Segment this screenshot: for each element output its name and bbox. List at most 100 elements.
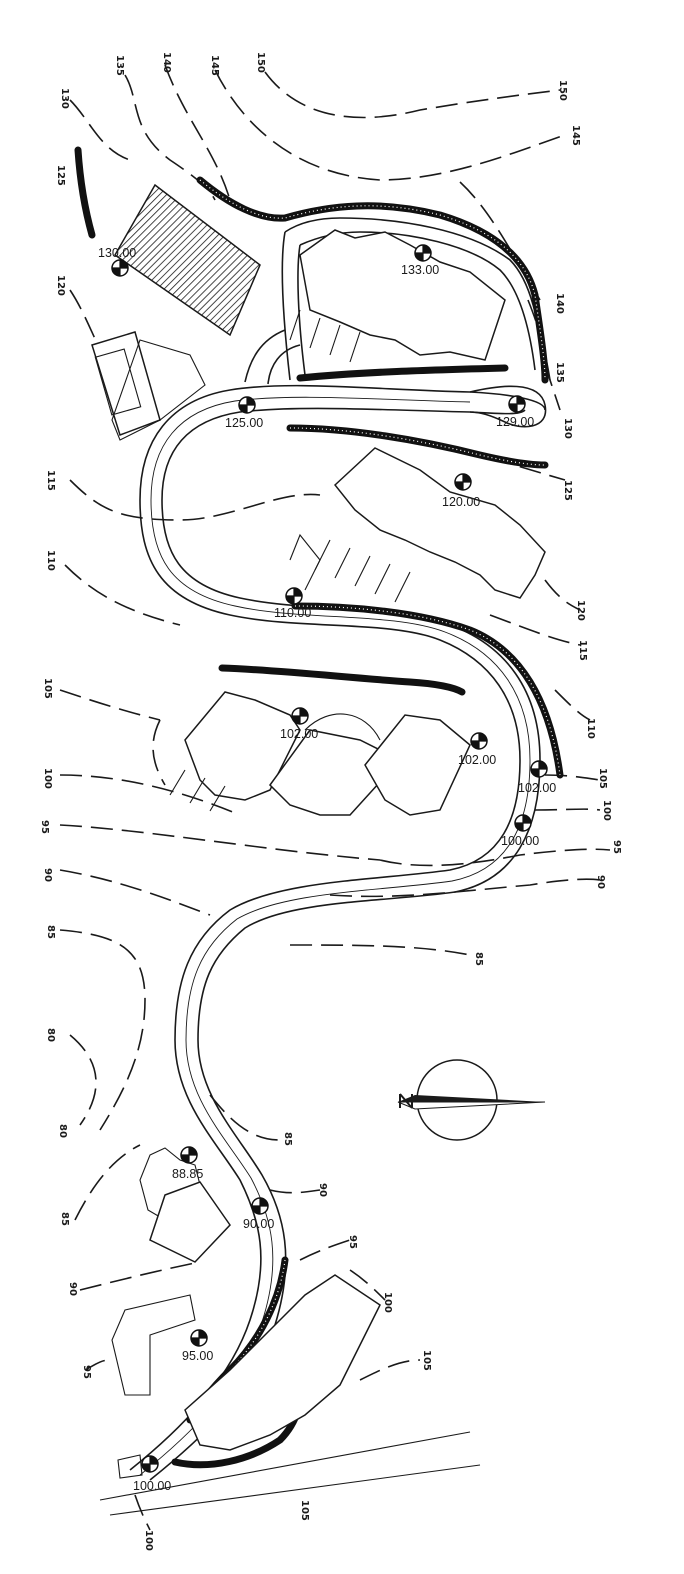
contour-label: 120 xyxy=(55,275,66,296)
contour-label: 90 xyxy=(67,1282,78,1296)
contour-labels: 130 135 140 145 150 150 145 125 120 140 … xyxy=(39,52,622,1551)
contour-label: 110 xyxy=(45,550,56,571)
spot-level-label: 90.00 xyxy=(243,1217,274,1231)
wall-northwest xyxy=(74,146,96,239)
contour-85-southwest xyxy=(74,1144,141,1221)
parking-stalls-south xyxy=(169,769,226,812)
contour-label: 85 xyxy=(473,952,484,966)
wall-mid-north xyxy=(286,424,549,469)
north-arrow xyxy=(397,1059,546,1141)
contour-label: 85 xyxy=(45,925,56,939)
contour-85-south xyxy=(209,1094,281,1141)
contour-90-south xyxy=(269,1189,321,1194)
contour-120-east xyxy=(544,579,581,611)
contour-140-top xyxy=(164,64,231,201)
west-drive xyxy=(281,231,306,381)
contour-110-east xyxy=(554,689,591,721)
spot-level-label: 100.00 xyxy=(133,1479,171,1493)
contour-label: 115 xyxy=(577,640,588,661)
spot-level-label: 125.00 xyxy=(225,416,263,430)
spot-marker xyxy=(530,760,548,778)
contour-label: 110 xyxy=(585,718,596,739)
spot-marker xyxy=(470,732,488,750)
wall-north-inner xyxy=(296,364,509,382)
villa-upper-middle xyxy=(333,447,546,599)
spot-marker xyxy=(180,1146,198,1164)
existing-hatched-building xyxy=(114,183,261,337)
villa-north xyxy=(299,229,506,361)
contour-90-east xyxy=(329,878,601,898)
villa-lower-center xyxy=(269,729,402,816)
contour-label: 105 xyxy=(421,1350,432,1371)
swimming-pool xyxy=(94,348,142,416)
spot-marker xyxy=(414,244,432,262)
contour-115-west xyxy=(69,479,321,521)
boundary-line-south xyxy=(99,1431,471,1501)
contour-label: 140 xyxy=(554,293,565,314)
north-arrow-needle-icon xyxy=(398,1095,545,1102)
contour-label: 125 xyxy=(562,480,573,501)
contour-label: 130 xyxy=(59,88,70,109)
contour-label: 150 xyxy=(255,52,266,73)
contour-label: 95 xyxy=(611,840,622,854)
contour-label: 120 xyxy=(575,600,586,621)
contour-150-top xyxy=(264,71,561,119)
spot-level-label: 102.00 xyxy=(458,753,496,767)
contour-hill-east xyxy=(459,181,541,301)
contour-85-west xyxy=(59,929,146,1131)
contour-100-bottom xyxy=(134,1494,151,1531)
driveway-spur xyxy=(289,533,321,591)
contour-label: 100 xyxy=(601,800,612,821)
contour-95-southwest xyxy=(84,1359,111,1371)
contour-label: 135 xyxy=(114,55,125,76)
contour-90-southwest xyxy=(79,1261,201,1291)
spot-level-label: 100.00 xyxy=(501,834,539,848)
contour-label: 105 xyxy=(299,1500,310,1521)
contour-100-south xyxy=(349,1269,386,1301)
contour-label: 95 xyxy=(81,1365,92,1379)
contour-label: 150 xyxy=(557,80,568,101)
contour-80-west xyxy=(69,1034,97,1126)
spot-marker xyxy=(251,1197,269,1215)
contour-label: 85 xyxy=(282,1132,293,1146)
contour-label: 140 xyxy=(161,52,172,73)
pool-deck xyxy=(111,339,206,441)
contour-label: 135 xyxy=(554,362,565,383)
spot-marker xyxy=(514,814,532,832)
buildings xyxy=(91,183,546,1479)
gatehouse xyxy=(117,1454,143,1479)
spot-level-label: 88.85 xyxy=(172,1167,203,1181)
contour-130-top xyxy=(69,99,131,161)
parking-stalls-north xyxy=(289,309,361,363)
spot-level-label: 120.00 xyxy=(442,495,480,509)
spot-marker xyxy=(141,1455,159,1473)
contour-95-west xyxy=(59,824,381,861)
villa-lower-east xyxy=(364,714,471,816)
contour-label: 80 xyxy=(45,1028,56,1042)
contour-label: 130 xyxy=(562,418,573,439)
contour-label: 90 xyxy=(317,1183,328,1197)
spur-road xyxy=(244,329,301,385)
contour-label: 100 xyxy=(42,768,53,789)
contour-hollow xyxy=(152,719,166,786)
contour-lines xyxy=(59,64,611,1531)
spot-level-label: 102.00 xyxy=(280,727,318,741)
villa-lower-west xyxy=(184,691,301,801)
spot-marker xyxy=(508,395,526,413)
curved-path xyxy=(304,713,381,741)
contour-100-east xyxy=(534,808,601,811)
spot-level-label: 133.00 xyxy=(401,263,439,277)
spot-level-label: 129.00 xyxy=(496,415,534,429)
wall-mid-south xyxy=(218,664,466,696)
spot-marker xyxy=(291,707,309,725)
north-letter-icon xyxy=(399,1093,413,1109)
spot-marker xyxy=(454,473,472,491)
contour-label: 80 xyxy=(57,1124,68,1138)
contour-label: 105 xyxy=(597,768,608,789)
contour-label: 125 xyxy=(55,165,66,186)
spot-level-markers: 130.00 133.00 125.00 129.00 120.00 110.0… xyxy=(98,244,556,1493)
spot-marker xyxy=(285,587,303,605)
contour-label: 90 xyxy=(42,868,53,882)
spot-marker xyxy=(111,259,129,277)
